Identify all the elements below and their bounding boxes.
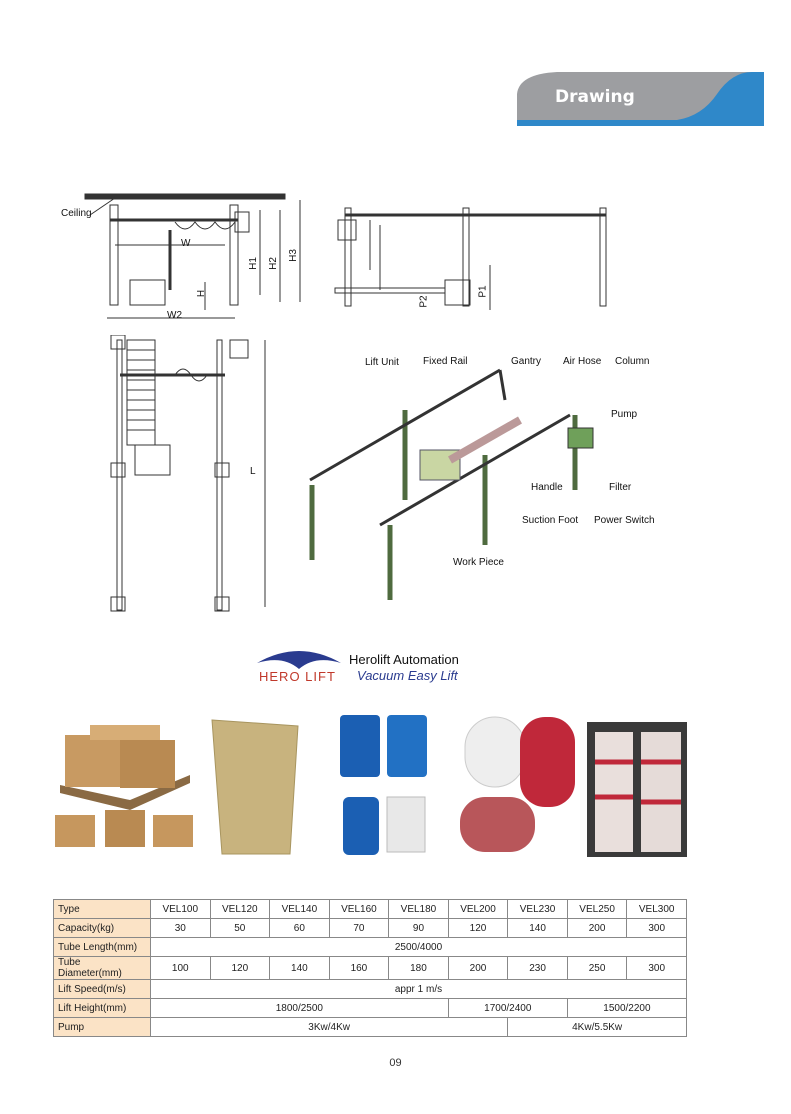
table-cell: 250 [566,956,628,980]
dim-ceiling: Ceiling [61,208,92,219]
label-fixed-rail: Fixed Rail [423,356,468,367]
table-cell: VEL160 [328,899,390,919]
brand-slogan: Vacuum Easy Lift [357,668,458,683]
photo-sack [211,719,299,855]
herolift-logo: HERO LIFT [257,651,341,683]
front-elevation-drawing [84,193,301,319]
table-cell: 90 [388,918,449,938]
photo-drums [340,715,427,855]
svg-text:HERO LIFT: HERO LIFT [259,669,336,683]
table-cell: 100 [150,956,211,980]
table-cell: 120 [209,956,271,980]
label-air-hose: Air Hose [563,356,602,367]
table-cell: 2500/4000 [150,937,687,957]
table-cell: 3Kw/4Kw [149,1017,509,1037]
table-row: Lift Speed(m/s)appr 1 m/s [53,979,687,999]
table-cell: 120 [447,918,509,938]
dim-h: H [196,289,208,298]
table-cell: 160 [328,956,390,980]
table-cell: 300 [626,918,687,938]
page-number: 09 [389,1057,402,1069]
dim-p1: P1 [477,285,489,298]
photo-wool-packs [587,722,687,857]
label-handle: Handle [531,482,563,493]
row-label: Tube Length(mm) [53,937,151,957]
table-cell: 1700/2400 [447,998,568,1018]
table-cell: 200 [447,956,509,980]
table-cell: VEL200 [447,899,509,919]
table-cell: 200 [566,918,628,938]
row-label: Lift Height(mm) [53,998,151,1018]
label-work-piece: Work Piece [453,557,504,568]
isometric-drawing [309,368,594,600]
table-cell: 60 [269,918,330,938]
plan-view-drawing [110,335,266,612]
table-cell: VEL300 [626,899,687,919]
label-gantry: Gantry [511,356,542,367]
table-cell: 1800/2500 [150,998,449,1018]
table-cell: VEL250 [566,899,628,919]
row-label: Capacity(kg) [53,918,151,938]
row-label: Tube Diameter(mm) [53,956,151,980]
photo-cartons [55,725,193,847]
table-cell: VEL120 [209,899,271,919]
dim-h3: H3 [287,249,299,262]
table-cell: appr 1 m/s [150,979,687,999]
section-tab [517,72,764,126]
table-cell: VEL140 [269,899,330,919]
dim-w2: W2 [167,310,182,321]
dim-w: W [181,238,191,249]
table-cell: 300 [626,956,687,980]
table-cell: VEL180 [388,899,449,919]
dim-l: L [250,466,256,477]
label-lift-unit: Lift Unit [365,357,399,368]
table-cell: 4Kw/5.5Kw [507,1017,687,1037]
label-column: Column [615,356,650,367]
label-suction-foot: Suction Foot [522,515,579,526]
dim-h2: H2 [267,257,279,270]
table-cell: 180 [388,956,449,980]
row-label: Type [53,899,151,919]
side-elevation-drawing [334,207,607,310]
row-label: Lift Speed(m/s) [53,979,151,999]
photo-film-rolls [460,716,575,852]
table-row: Tube Length(mm)2500/4000 [53,937,687,957]
table-cell: 30 [150,918,211,938]
brand-name: Herolift Automation [349,652,459,667]
dim-h1: H1 [247,257,259,270]
section-title: Drawing [555,87,635,107]
table-cell: VEL230 [507,899,568,919]
table-cell: 140 [507,918,568,938]
table-cell: 230 [507,956,568,980]
table-cell: 50 [209,918,271,938]
table-cell: 1500/2200 [566,998,688,1018]
label-pump: Pump [611,409,638,420]
table-cell: 70 [328,918,390,938]
table-cell: 140 [269,956,330,980]
row-label: Pump [53,1017,151,1037]
dim-p2: P2 [418,295,430,308]
label-power-switch: Power Switch [594,515,655,526]
table-cell: VEL100 [150,899,211,919]
label-filter: Filter [609,482,632,493]
